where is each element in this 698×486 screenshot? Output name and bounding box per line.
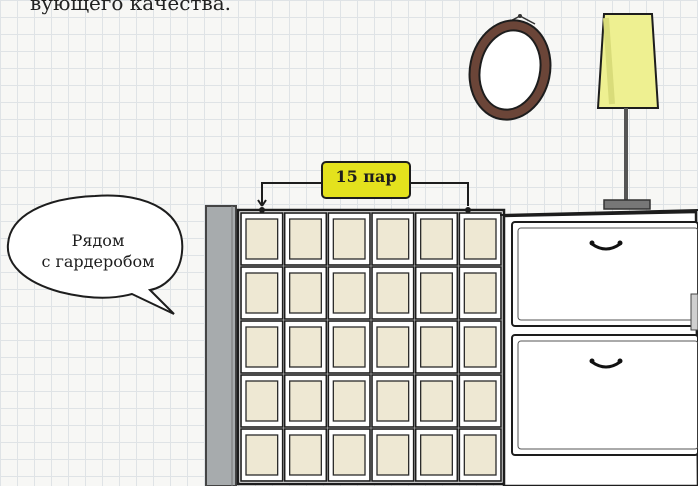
dresser-drawer-bottom bbox=[512, 335, 698, 455]
shoe-box bbox=[421, 327, 453, 367]
lamp-icon bbox=[598, 14, 658, 209]
shoe-box bbox=[421, 273, 453, 313]
shoe-box bbox=[421, 381, 453, 421]
shoe-box bbox=[246, 435, 278, 475]
shoe-box bbox=[421, 219, 453, 259]
shoe-box bbox=[464, 219, 496, 259]
shoe-box bbox=[377, 327, 409, 367]
shoe-box bbox=[290, 273, 322, 313]
speech-bubble-text: Рядом с гардеробом bbox=[12, 230, 184, 272]
shoe-box bbox=[333, 381, 365, 421]
shoe-box bbox=[246, 327, 278, 367]
shoe-box bbox=[333, 435, 365, 475]
shoe-box bbox=[333, 327, 365, 367]
shoe-box bbox=[377, 273, 409, 313]
shoe-box bbox=[290, 327, 322, 367]
dresser-drawer-top bbox=[512, 222, 698, 326]
shoe-box bbox=[377, 381, 409, 421]
shoe-box bbox=[246, 381, 278, 421]
shoe-box bbox=[464, 435, 496, 475]
shoe-box bbox=[464, 273, 496, 313]
capacity-tag-label: 15 пар bbox=[322, 166, 410, 188]
speech-bubble-line2: с гардеробом bbox=[12, 251, 184, 272]
shoe-box bbox=[377, 435, 409, 475]
dresser bbox=[500, 210, 698, 486]
shoe-box bbox=[333, 219, 365, 259]
shoe-box bbox=[290, 381, 322, 421]
shoe-box bbox=[377, 219, 409, 259]
shoe-box bbox=[290, 435, 322, 475]
shoe-shelf bbox=[238, 210, 504, 484]
shoe-box bbox=[246, 273, 278, 313]
mirror-icon bbox=[460, 13, 559, 127]
shoe-box bbox=[464, 327, 496, 367]
caption-text: вующего качества. bbox=[30, 0, 231, 15]
shoe-box bbox=[246, 219, 278, 259]
speech-bubble-line1: Рядом bbox=[12, 230, 184, 251]
shoe-box bbox=[290, 219, 322, 259]
shoe-box bbox=[333, 273, 365, 313]
shoe-box bbox=[464, 381, 496, 421]
shoe-box bbox=[421, 435, 453, 475]
